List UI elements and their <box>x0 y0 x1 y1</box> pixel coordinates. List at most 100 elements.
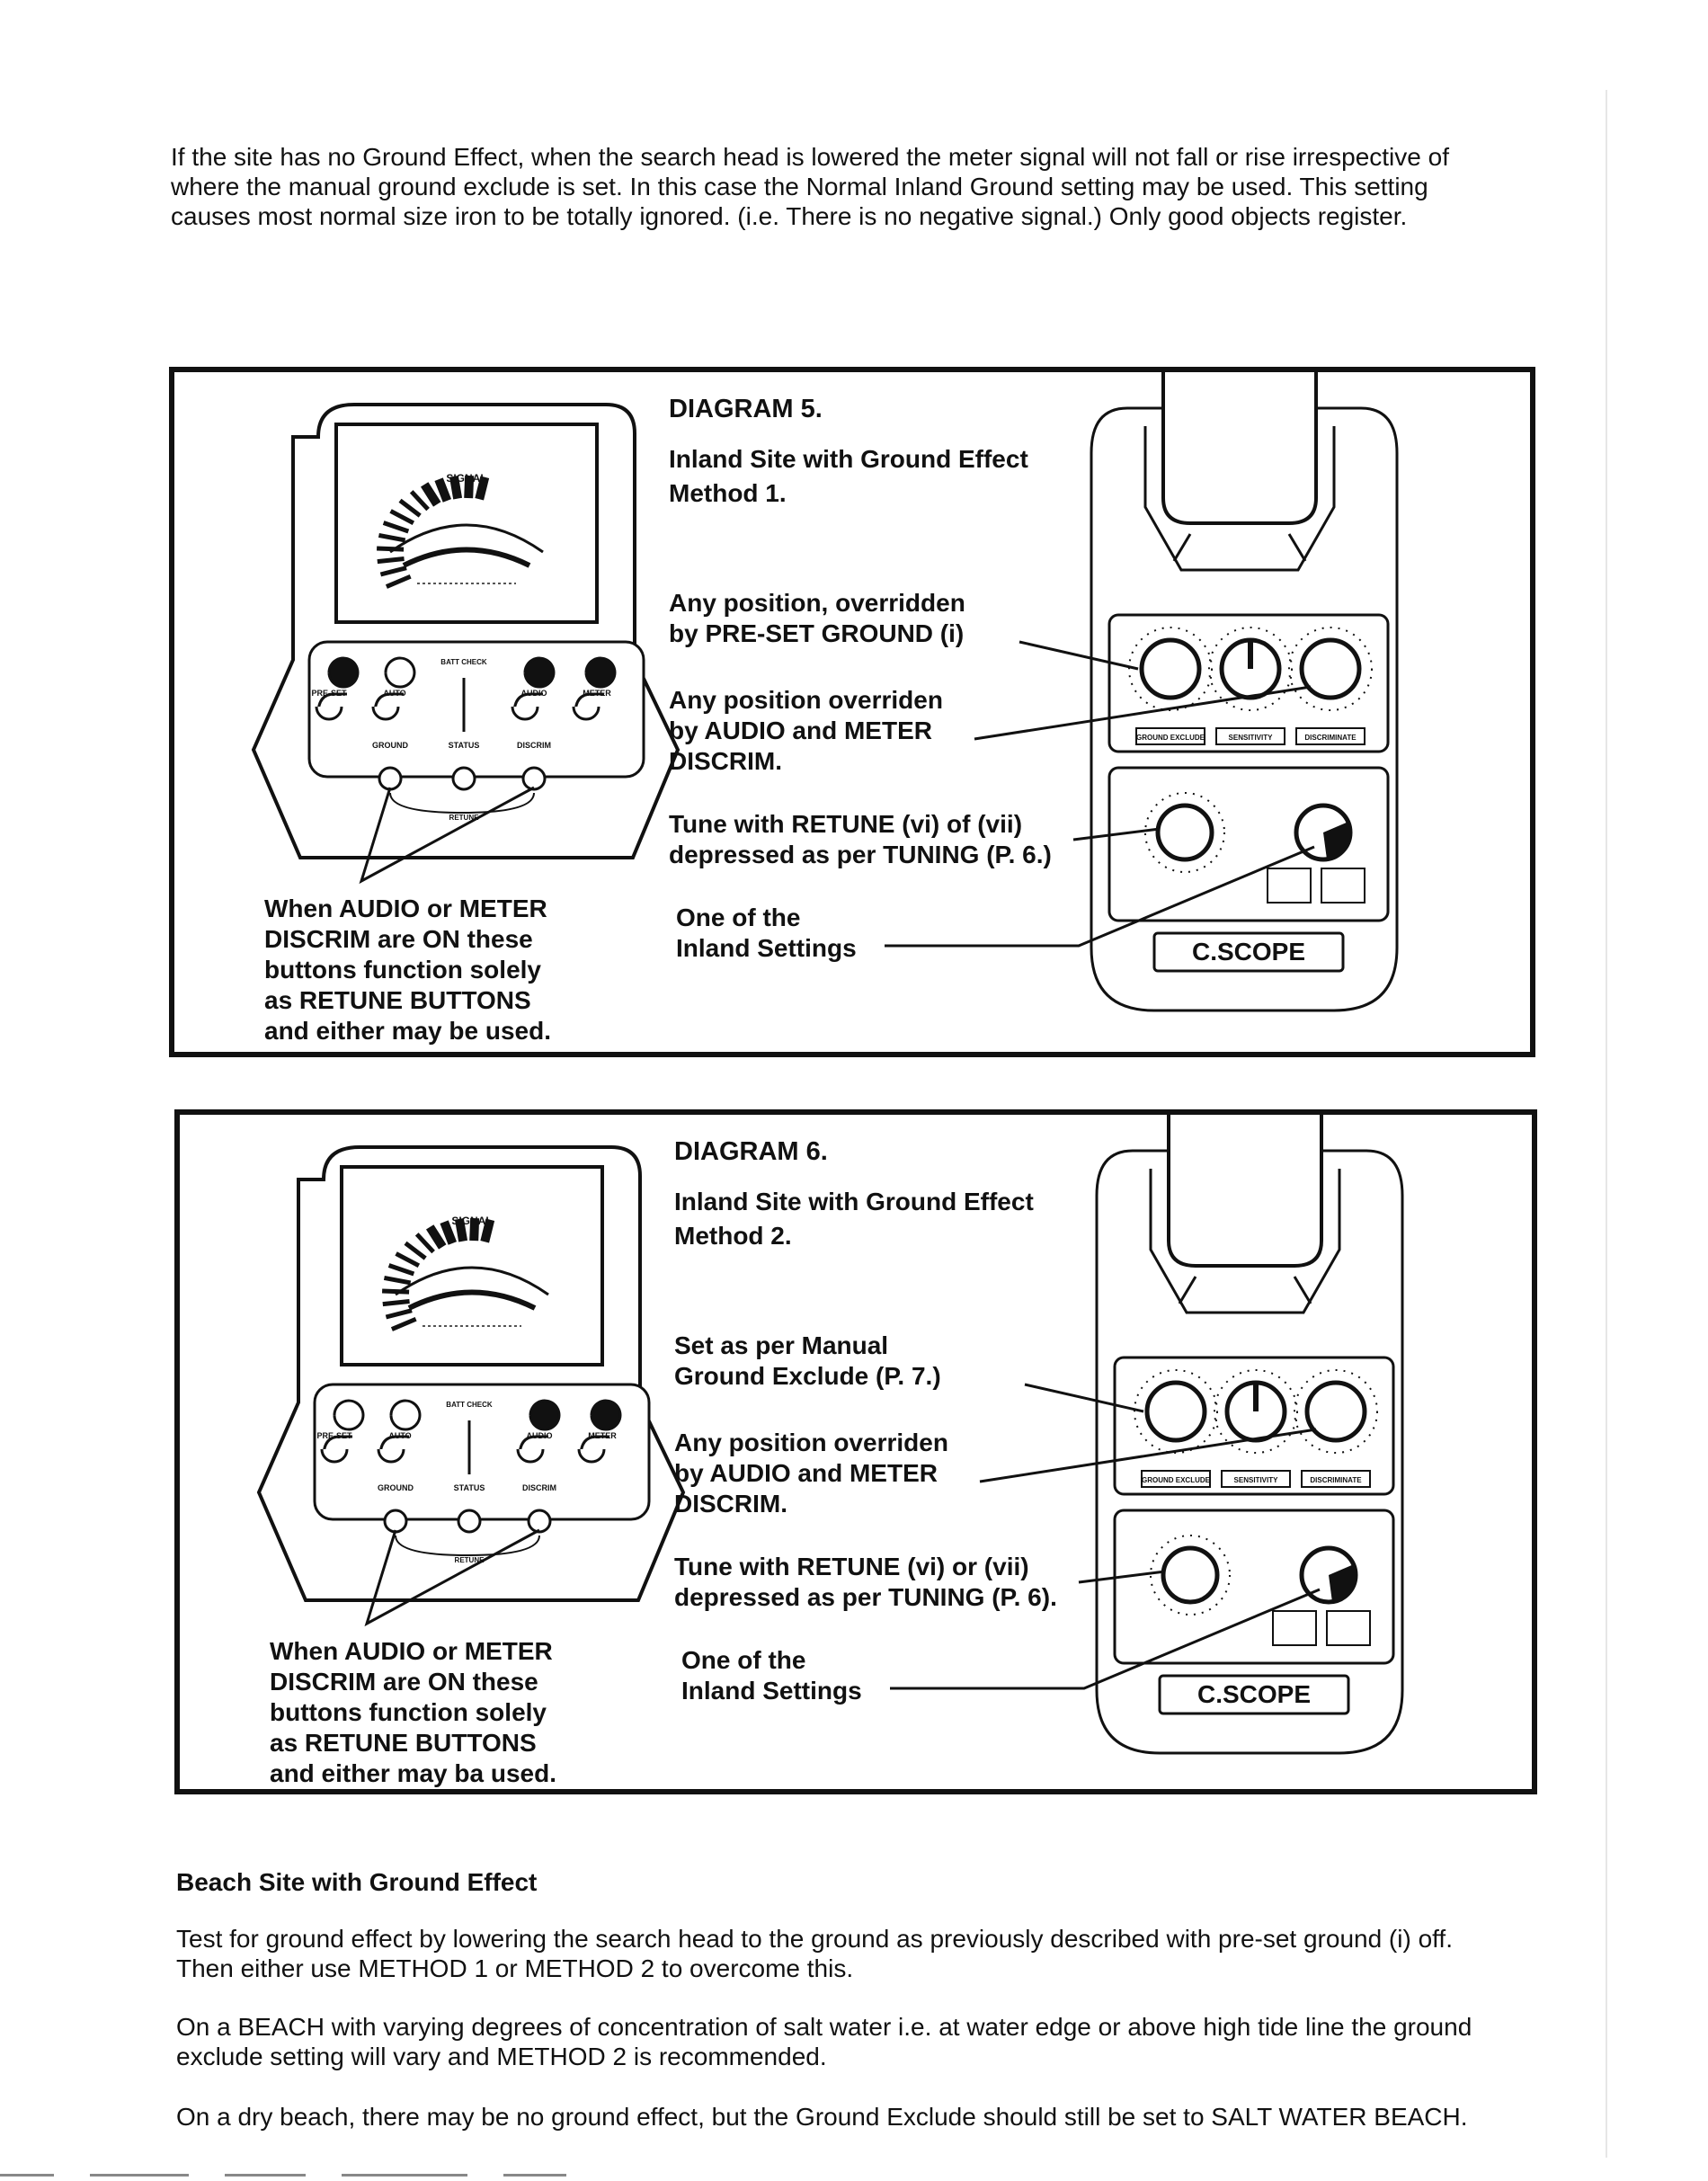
handle-mark <box>1287 533 1307 562</box>
meter-tick <box>409 490 430 512</box>
knob-tag <box>1295 727 1366 745</box>
leader-lines <box>885 640 1315 948</box>
beach-heading: Beach Site with Ground Effect <box>176 1868 538 1896</box>
knob-tag <box>1221 1470 1291 1488</box>
meter-window <box>340 1165 604 1366</box>
callout-5: and either may ba used. <box>270 1759 556 1787</box>
toggle-button <box>584 656 617 689</box>
callout-leader <box>359 786 535 885</box>
callout-3: buttons function solely <box>264 956 541 984</box>
diagram-subtitle-1: Inland Site with Ground Effect <box>669 445 1028 473</box>
diagram-subtitle-2: Method 2. <box>674 1222 792 1250</box>
note-tune-2: depressed as per TUNING (P. 6). <box>674 1583 1057 1611</box>
toggle-button <box>389 1399 422 1431</box>
meter-tick <box>449 476 463 500</box>
meter-window <box>334 423 599 624</box>
toggle-base <box>377 1448 405 1464</box>
toggle-base <box>320 1448 349 1464</box>
toggle-button <box>327 656 360 689</box>
note-discrim-1: Any position overriden <box>674 1429 948 1456</box>
knob-label: DISCRIMINATE <box>1310 1476 1362 1484</box>
callout-1: When AUDIO or METER <box>270 1637 553 1665</box>
meter-tick <box>382 1299 410 1307</box>
sensitivity-knob-scale <box>1208 627 1293 711</box>
toggle-base <box>315 706 343 721</box>
handle-mark <box>1293 1276 1312 1304</box>
knob-label: DISCRIMINATE <box>1304 734 1357 742</box>
note-inland-2: Inland Settings <box>676 934 857 962</box>
discrim-label: DISCRIM <box>517 741 551 750</box>
ground-exclude-knob <box>1139 637 1202 700</box>
toggle-button <box>529 1399 561 1431</box>
leader-ground <box>1019 640 1139 671</box>
meter-tick <box>480 1218 495 1243</box>
toggle-base <box>371 706 400 721</box>
knob-tag <box>1215 727 1285 745</box>
mode-label-plate <box>1321 868 1366 904</box>
meter-tick <box>414 1233 435 1254</box>
retune-button <box>383 1509 408 1534</box>
brand-logo: C.SCOPE <box>1197 1680 1311 1708</box>
meter-tick <box>378 533 406 543</box>
leader-lines <box>890 1383 1321 1690</box>
meter-tick <box>377 556 405 565</box>
note-tune-2: depressed as per TUNING (P. 6.) <box>669 841 1052 868</box>
next-page-cutoff <box>0 2165 899 2177</box>
meter-tick <box>389 509 415 526</box>
beach-paragraph-2: On a BEACH with varying degrees of conce… <box>176 2013 1472 2070</box>
preset-label: PRE-SET <box>311 689 347 698</box>
toggle-base <box>511 706 539 721</box>
note-ground-1: Set as per Manual <box>674 1331 889 1359</box>
auto-label: AUTO <box>383 689 405 698</box>
batt-check-label: BATT CHECK <box>446 1401 493 1409</box>
beach-paragraph-1: Test for ground effect by lowering the s… <box>176 1925 1453 1982</box>
note-inland-2: Inland Settings <box>681 1677 862 1705</box>
batt-check-label: BATT CHECK <box>440 658 487 666</box>
meter-tick <box>404 1241 427 1260</box>
callout-2: DISCRIM are ON these <box>264 925 533 953</box>
intro-paragraph: If the site has no Ground Effect, when t… <box>171 143 1449 230</box>
meter-tick <box>377 546 405 552</box>
note-ground-1: Any position, overridden <box>669 589 965 617</box>
tune-knob <box>1155 803 1214 862</box>
handle-mark <box>1178 1276 1197 1304</box>
audio-label: AUDIO <box>521 689 547 698</box>
retune-button <box>527 1509 552 1534</box>
tune-knob-scale <box>1144 792 1225 873</box>
discriminate-knob-scale <box>1288 627 1373 711</box>
discriminate-knob <box>1304 1380 1367 1443</box>
meter-tick <box>469 1217 480 1242</box>
toggle-button <box>333 1399 365 1431</box>
diagram-title: DIAGRAM 6. <box>674 1137 828 1166</box>
callout-5: and either may be used. <box>264 1017 551 1045</box>
meter-tick <box>383 1276 412 1286</box>
meter-tick <box>395 1251 421 1269</box>
retune-bracket <box>389 792 535 815</box>
ground-exclude-knob <box>1144 1380 1207 1443</box>
retune-button <box>451 766 476 791</box>
retune-bracket <box>395 1535 540 1557</box>
meter-tick <box>440 1220 458 1245</box>
status-label: STATUS <box>449 741 480 750</box>
note-discrim-3: DISCRIM. <box>674 1490 787 1518</box>
note-inland-1: One of the <box>676 904 801 931</box>
toggle-button <box>590 1399 622 1431</box>
meter-tick <box>425 1224 447 1250</box>
note-inland-1: One of the <box>681 1646 806 1674</box>
discrim-label: DISCRIM <box>522 1483 556 1492</box>
handle-stem <box>1161 372 1318 525</box>
meter-band <box>402 547 531 568</box>
mode-knob-pointer <box>1329 1564 1357 1602</box>
retune-button <box>521 766 547 791</box>
toggle-button <box>523 656 556 689</box>
knob-label: SENSITIVITY <box>1234 1476 1279 1484</box>
leader-discrim <box>974 685 1312 741</box>
retune-button <box>378 766 403 791</box>
mode-label-plate <box>1267 868 1312 904</box>
retune-button <box>457 1509 482 1534</box>
auto-label: AUTO <box>388 1431 411 1440</box>
brand-logo: C.SCOPE <box>1192 938 1305 966</box>
callout-2: DISCRIM are ON these <box>270 1668 538 1696</box>
beach-paragraph-3: On a dry beach, there may be no ground e… <box>176 2103 1468 2131</box>
